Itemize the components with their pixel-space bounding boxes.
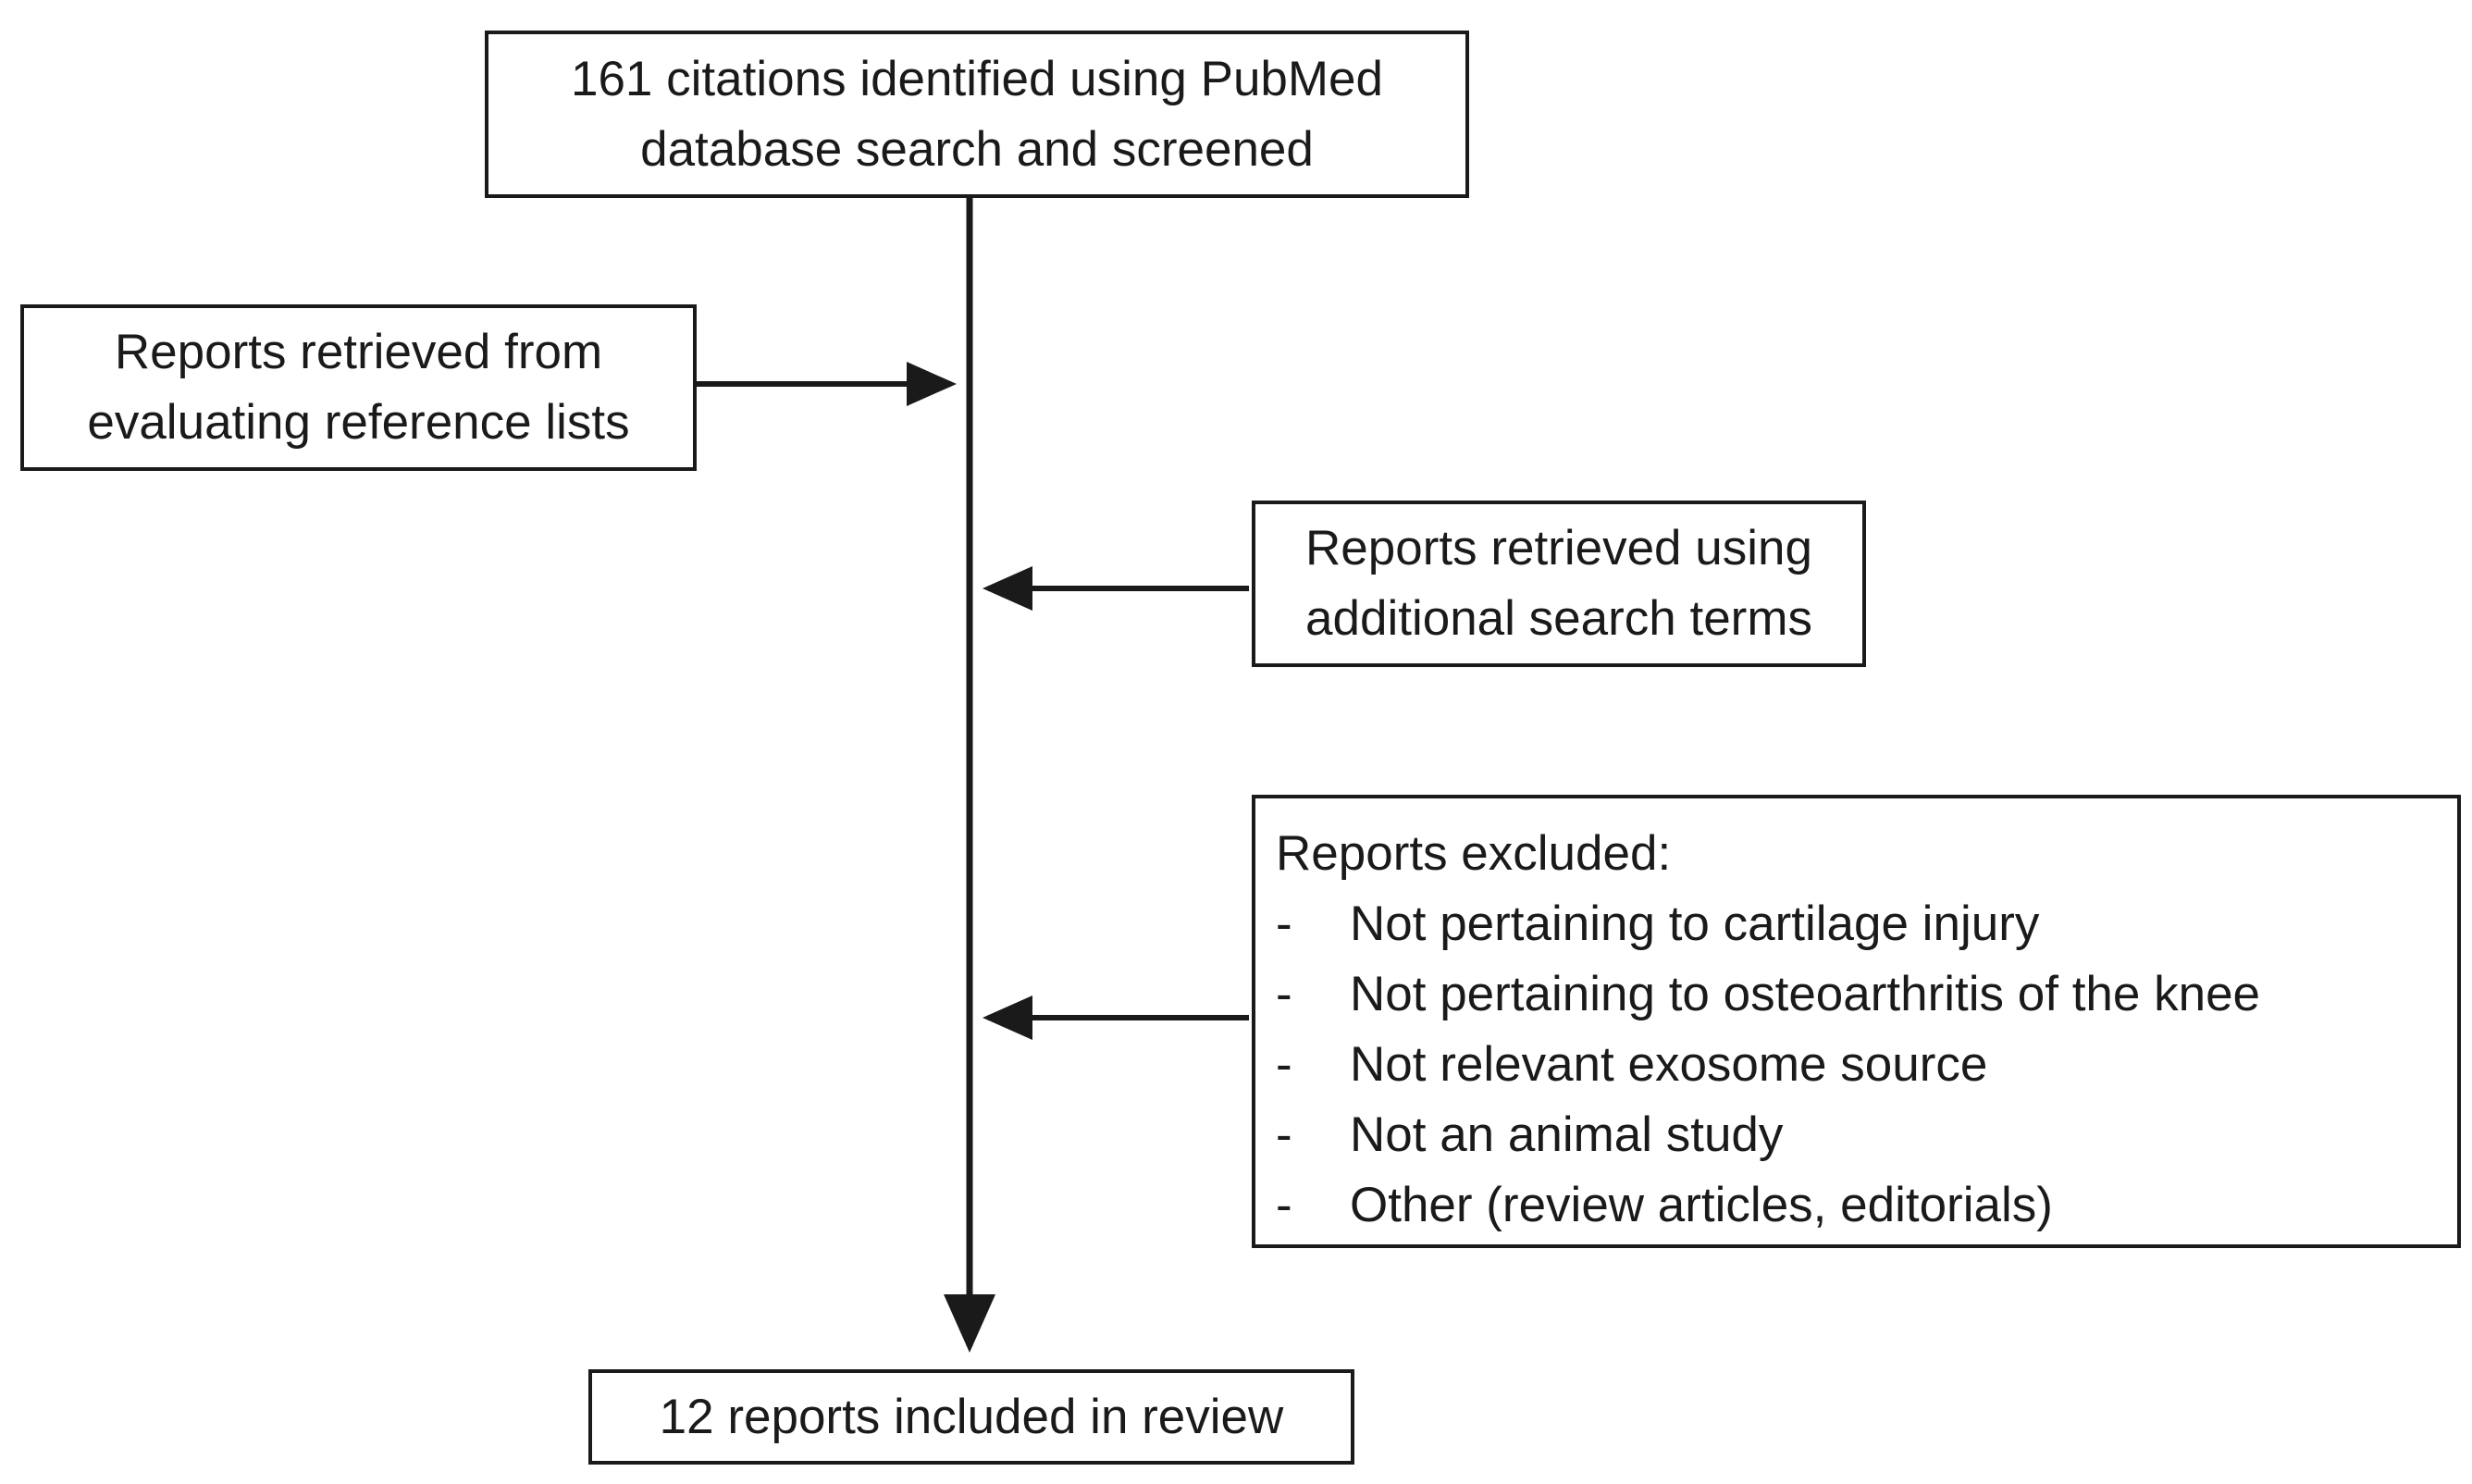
additional-search-line-1: Reports retrieved using	[1305, 521, 1812, 575]
excluded-item: - Not pertaining to cartilage injury	[1276, 889, 2457, 959]
excluded-item-label: Not pertaining to cartilage injury	[1350, 897, 2040, 951]
citations-line-2: database search and screened	[640, 121, 1314, 177]
citations-line-1: 161 citations identified using PubMed	[570, 51, 1384, 106]
excluded-item: - Not an animal study	[1276, 1100, 2457, 1170]
reference-lists-box: Reports retrieved from evaluating refere…	[20, 304, 697, 471]
reports-excluded-box: Reports excluded: - Not pertaining to ca…	[1252, 795, 2461, 1248]
excluded-item: - Not pertaining to osteoarthritis of th…	[1276, 959, 2457, 1030]
reference-lists-line-1: Reports retrieved from	[114, 325, 603, 379]
bullet-dash: -	[1276, 1037, 1292, 1092]
reports-included-label: 12 reports included in review	[659, 1389, 1284, 1444]
excluded-item-label: Not relevant exosome source	[1350, 1037, 1988, 1092]
reference-lists-line-2: evaluating reference lists	[87, 395, 630, 450]
bullet-dash: -	[1276, 1107, 1292, 1162]
excluded-item: - Other (review articles, editorials)	[1276, 1170, 2457, 1241]
citations-identified-box: 161 citations identified using PubMed da…	[485, 31, 1469, 198]
additional-search-box: Reports retrieved using additional searc…	[1252, 501, 1866, 667]
bullet-dash: -	[1276, 897, 1292, 951]
bullet-dash: -	[1276, 1178, 1292, 1232]
reports-included-box: 12 reports included in review	[588, 1369, 1354, 1465]
excluded-heading: Reports excluded:	[1276, 826, 1672, 881]
excluded-item-label: Other (review articles, editorials)	[1350, 1178, 2053, 1232]
excluded-item-label: Not pertaining to osteoarthritis of the …	[1350, 967, 2261, 1021]
excluded-item-label: Not an animal study	[1350, 1107, 1784, 1162]
additional-search-line-2: additional search terms	[1305, 591, 1812, 646]
bullet-dash: -	[1276, 967, 1292, 1021]
excluded-item: - Not relevant exosome source	[1276, 1030, 2457, 1100]
